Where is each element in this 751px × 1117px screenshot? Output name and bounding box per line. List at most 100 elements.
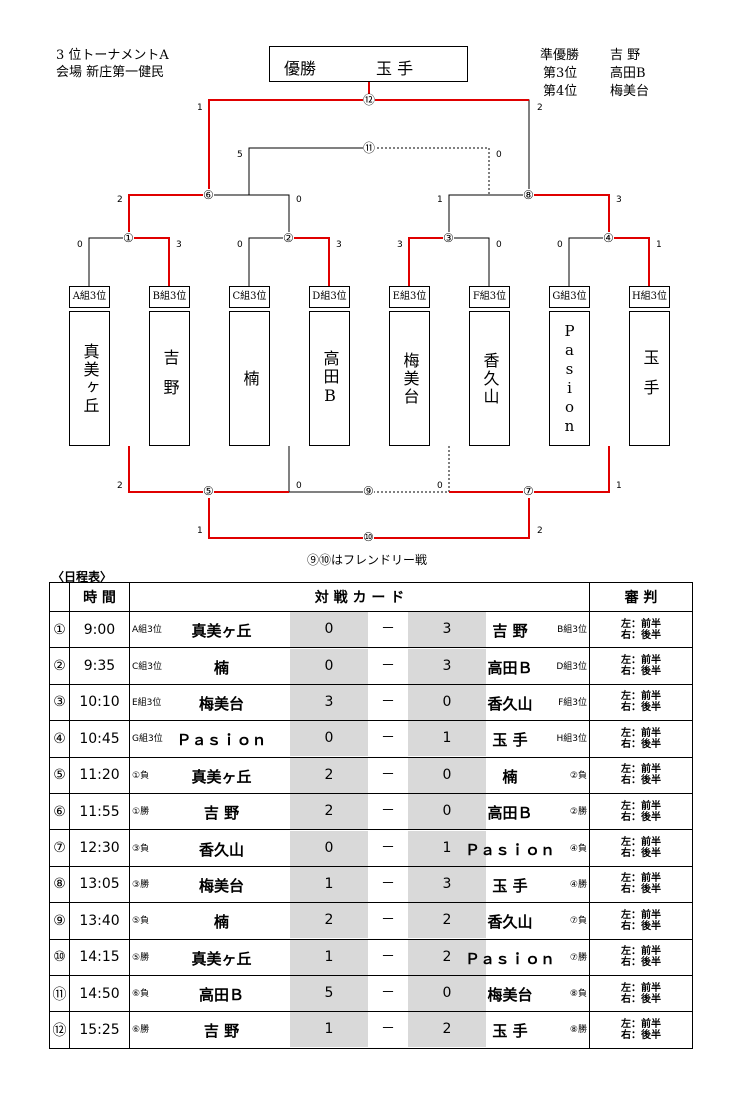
- match-no: ⑪: [49, 974, 70, 1013]
- match-number-7: ⑦: [523, 484, 534, 498]
- score: 0: [296, 481, 302, 491]
- referee-cell: 左：前半右：後半: [589, 974, 693, 1013]
- right-tag: ②勝: [569, 807, 587, 818]
- referee-cell: 左：前半右：後半: [589, 610, 693, 649]
- match-no: ⑫: [49, 1011, 70, 1049]
- right-tag: ⑧勝: [569, 1025, 587, 1036]
- match-number-5: ⑤: [203, 484, 214, 498]
- left-team: 梅美台: [198, 876, 244, 895]
- referee-top: 左：前半: [621, 618, 661, 630]
- referee-top: 左：前半: [621, 727, 661, 739]
- referee-top: 左：前半: [621, 655, 661, 667]
- score: 3: [616, 195, 622, 205]
- left-team: Ｐａｓｉｏｎ: [176, 731, 267, 750]
- right-team: 香久山: [487, 913, 533, 932]
- team-name: 梅美台: [389, 311, 430, 446]
- left-tag: C組3位: [132, 661, 163, 672]
- right-team: 楠: [502, 767, 518, 786]
- score: 3: [176, 240, 182, 250]
- match-time: 13:05: [69, 865, 130, 904]
- referee-bottom: 右：後半: [621, 702, 661, 714]
- referee-cell: 左：前半右：後半: [589, 720, 693, 758]
- referee-bottom: 右：後半: [621, 1029, 661, 1041]
- left-score: 5: [290, 976, 368, 1012]
- referee-bottom: 右：後半: [621, 848, 661, 860]
- match-time: 14:15: [69, 938, 130, 976]
- left-score: 1: [290, 939, 368, 975]
- right-score: 0: [408, 757, 486, 793]
- right-score: 2: [408, 903, 486, 939]
- right-team: 高田Ｂ: [487, 658, 533, 677]
- team-name: 香久山: [469, 311, 510, 446]
- referee-top: 左：前半: [621, 982, 661, 994]
- left-score: 2: [290, 794, 368, 830]
- referee-cell: 左：前半右：後半: [589, 647, 693, 685]
- match-number-9: ⑨: [363, 484, 374, 498]
- left-score: 2: [290, 903, 368, 939]
- right-tag: ④負: [569, 843, 587, 854]
- right-score: 2: [408, 1012, 486, 1048]
- match-time: 14:50: [69, 974, 130, 1013]
- right-score: 1: [408, 830, 486, 866]
- left-tag: ⑤勝: [132, 952, 150, 963]
- team-name: 吉野: [149, 311, 190, 446]
- match-time: 10:10: [69, 683, 130, 722]
- team-label: B組3位: [149, 286, 190, 308]
- left-score: 2: [290, 757, 368, 793]
- left-team: 真美ヶ丘: [191, 622, 252, 641]
- left-tag: ①負: [132, 770, 150, 781]
- referee-bottom: 右：後半: [621, 920, 661, 932]
- right-tag: B組3位: [557, 625, 587, 636]
- referee-cell: 左：前半右：後半: [589, 902, 693, 940]
- left-tag: E組3位: [132, 697, 162, 708]
- right-tag: ⑦負: [569, 916, 587, 927]
- right-score: 3: [408, 612, 486, 648]
- match-no: ⑩: [49, 938, 70, 976]
- referee-cell: 左：前半右：後半: [589, 1011, 693, 1049]
- score: 2: [117, 195, 123, 205]
- score: 1: [197, 103, 203, 113]
- referee-bottom: 右：後半: [621, 738, 661, 750]
- referee-cell: 左：前半右：後半: [589, 829, 693, 867]
- left-team: 楠: [213, 658, 229, 677]
- left-team: 梅美台: [198, 694, 244, 713]
- left-team: 楠: [213, 913, 229, 932]
- score-dash: －: [381, 803, 395, 820]
- right-score: 3: [408, 648, 486, 684]
- score: 5: [237, 150, 243, 160]
- winner-name: 玉 手: [376, 59, 414, 78]
- referee-cell: 左：前半右：後半: [589, 792, 693, 831]
- right-team: Ｐａｓｉｏｎ: [464, 949, 555, 968]
- referee-bottom: 右：後半: [621, 666, 661, 678]
- score-dash: －: [381, 912, 395, 929]
- right-tag: ④勝: [569, 879, 587, 890]
- team-label: E組3位: [389, 286, 430, 308]
- referee-cell: 左：前半右：後半: [589, 756, 693, 794]
- left-team: 吉 野: [203, 804, 240, 823]
- referee-bottom: 右：後半: [621, 957, 661, 969]
- team-label: A組3位: [69, 286, 110, 308]
- schedule-title: 〈日程表〉: [52, 570, 113, 584]
- referee-bottom: 右：後半: [621, 811, 661, 823]
- right-team: 梅美台: [487, 986, 533, 1005]
- team-label: G組3位: [549, 286, 590, 308]
- score-dash: －: [381, 948, 395, 965]
- match-no: ②: [49, 647, 70, 685]
- score: 0: [77, 240, 83, 250]
- score-dash: －: [381, 839, 395, 856]
- right-team: 玉 手: [492, 731, 528, 750]
- team-name: 楠: [229, 311, 270, 446]
- result-4th-team: 梅美台: [610, 84, 650, 99]
- bracket-lines: [88, 82, 650, 539]
